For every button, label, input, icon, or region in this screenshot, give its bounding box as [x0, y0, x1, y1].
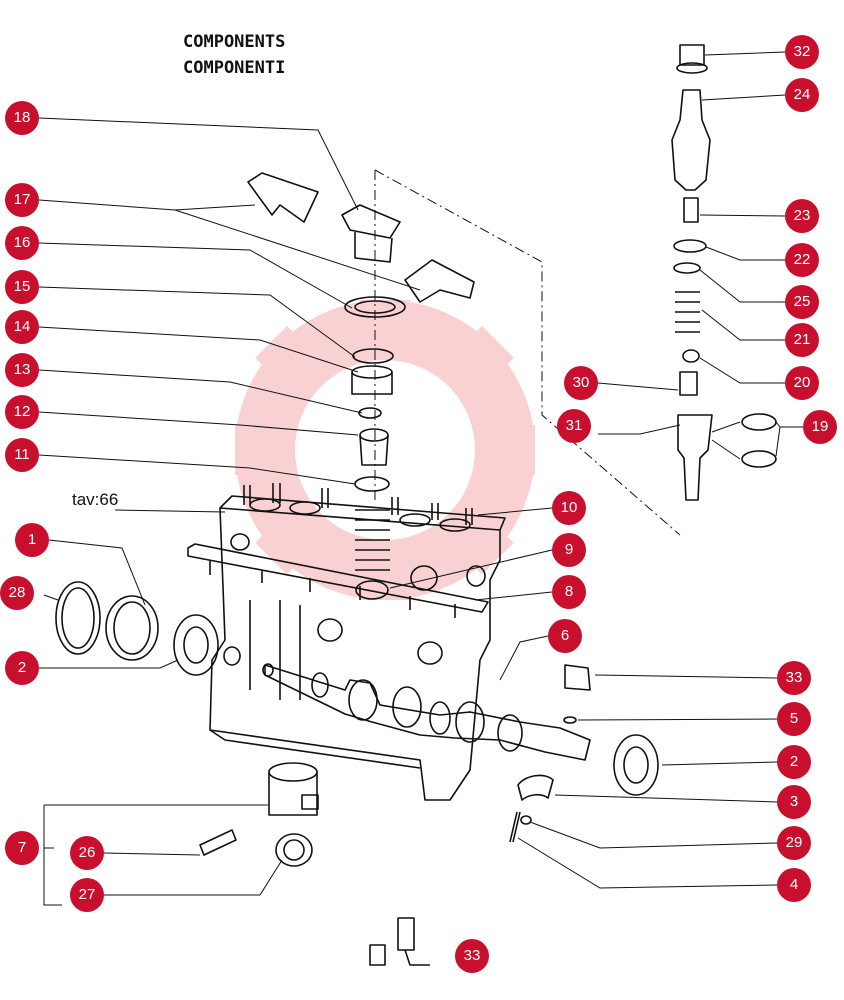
callout-26: 26	[70, 836, 104, 870]
callout-7: 7	[5, 831, 39, 865]
assembly-axis	[374, 169, 681, 536]
callout-25: 25	[785, 285, 819, 319]
callout-24: 24	[785, 78, 819, 112]
callout-19: 19	[803, 410, 837, 444]
callout-2-right: 2	[777, 745, 811, 779]
bearing-assembly-left	[55, 581, 219, 676]
callout-17: 17	[5, 183, 39, 217]
callout-18: 18	[5, 101, 39, 135]
key	[563, 716, 577, 724]
callout-6: 6	[548, 619, 582, 653]
washer	[520, 815, 532, 825]
leader-lines	[38, 51, 803, 906]
half-bearing	[517, 774, 554, 801]
roller-tappet	[199, 762, 319, 867]
callout-29: 29	[777, 826, 811, 860]
callout-5: 5	[777, 702, 811, 736]
callout-9: 9	[552, 533, 586, 567]
callout-15: 15	[5, 270, 39, 304]
callout-21: 21	[785, 323, 819, 357]
callout-13: 13	[5, 353, 39, 387]
callout-14: 14	[5, 310, 39, 344]
callout-4: 4	[777, 868, 811, 902]
plug-cap	[564, 664, 591, 691]
camshaft	[262, 663, 591, 761]
callout-16: 16	[5, 226, 39, 260]
callout-30: 30	[564, 366, 598, 400]
inset-part	[369, 917, 430, 966]
pump-housing	[209, 483, 506, 801]
callout-28: 28	[0, 576, 34, 610]
delivery-valve-stack	[671, 44, 777, 501]
screw	[509, 811, 521, 843]
callout-3: 3	[777, 785, 811, 819]
callout-31: 31	[557, 409, 591, 443]
callout-20: 20	[785, 366, 819, 400]
callout-2-left: 2	[5, 651, 39, 685]
callout-10: 10	[552, 491, 586, 525]
callout-11: 11	[5, 438, 39, 472]
callout-33-bottom: 33	[455, 939, 489, 973]
title-italian: COMPONENTI	[183, 58, 286, 78]
callout-33-right: 33	[777, 661, 811, 695]
callout-8: 8	[552, 575, 586, 609]
callout-32: 32	[785, 35, 819, 69]
control-rack	[187, 543, 489, 618]
figure-reference: tav:66	[72, 490, 119, 509]
callout-12: 12	[5, 395, 39, 429]
callout-23: 23	[785, 199, 819, 233]
callout-27: 27	[70, 878, 104, 912]
title-english: COMPONENTS	[183, 32, 286, 52]
bearing-right	[613, 734, 659, 796]
callout-22: 22	[785, 243, 819, 277]
watermark-gear-logo	[235, 300, 535, 600]
callout-1: 1	[15, 523, 49, 557]
